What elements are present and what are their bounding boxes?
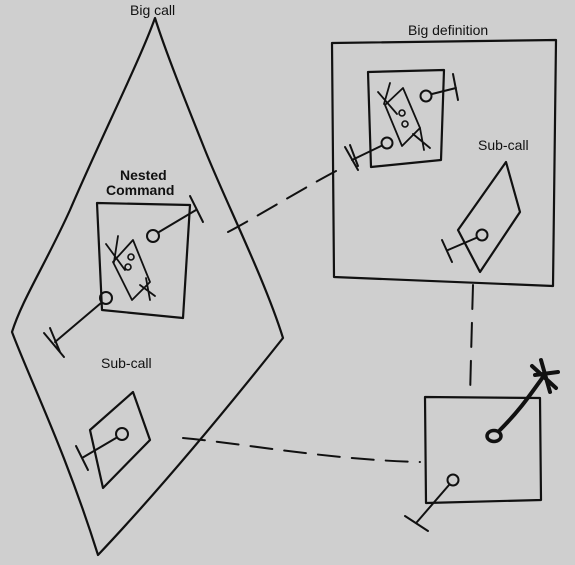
dashed-connectors [182, 169, 474, 463]
nested-command-label-line1: Nested [120, 167, 167, 183]
sub-call-right-label: Sub-call [478, 137, 529, 153]
sub-call-left-label: Sub-call [101, 355, 152, 371]
nested-command-label-line2: Command [106, 182, 174, 198]
nested-command-box [43, 195, 204, 358]
sub-call-left-shape [75, 390, 152, 490]
bottom-right-box [404, 358, 560, 532]
sub-call-right-shape [441, 160, 522, 274]
big-definition-box [330, 38, 558, 288]
big-definition-label: Big definition [408, 22, 488, 38]
big-call-shape [10, 16, 285, 557]
big-call-label: Big call [130, 2, 175, 18]
